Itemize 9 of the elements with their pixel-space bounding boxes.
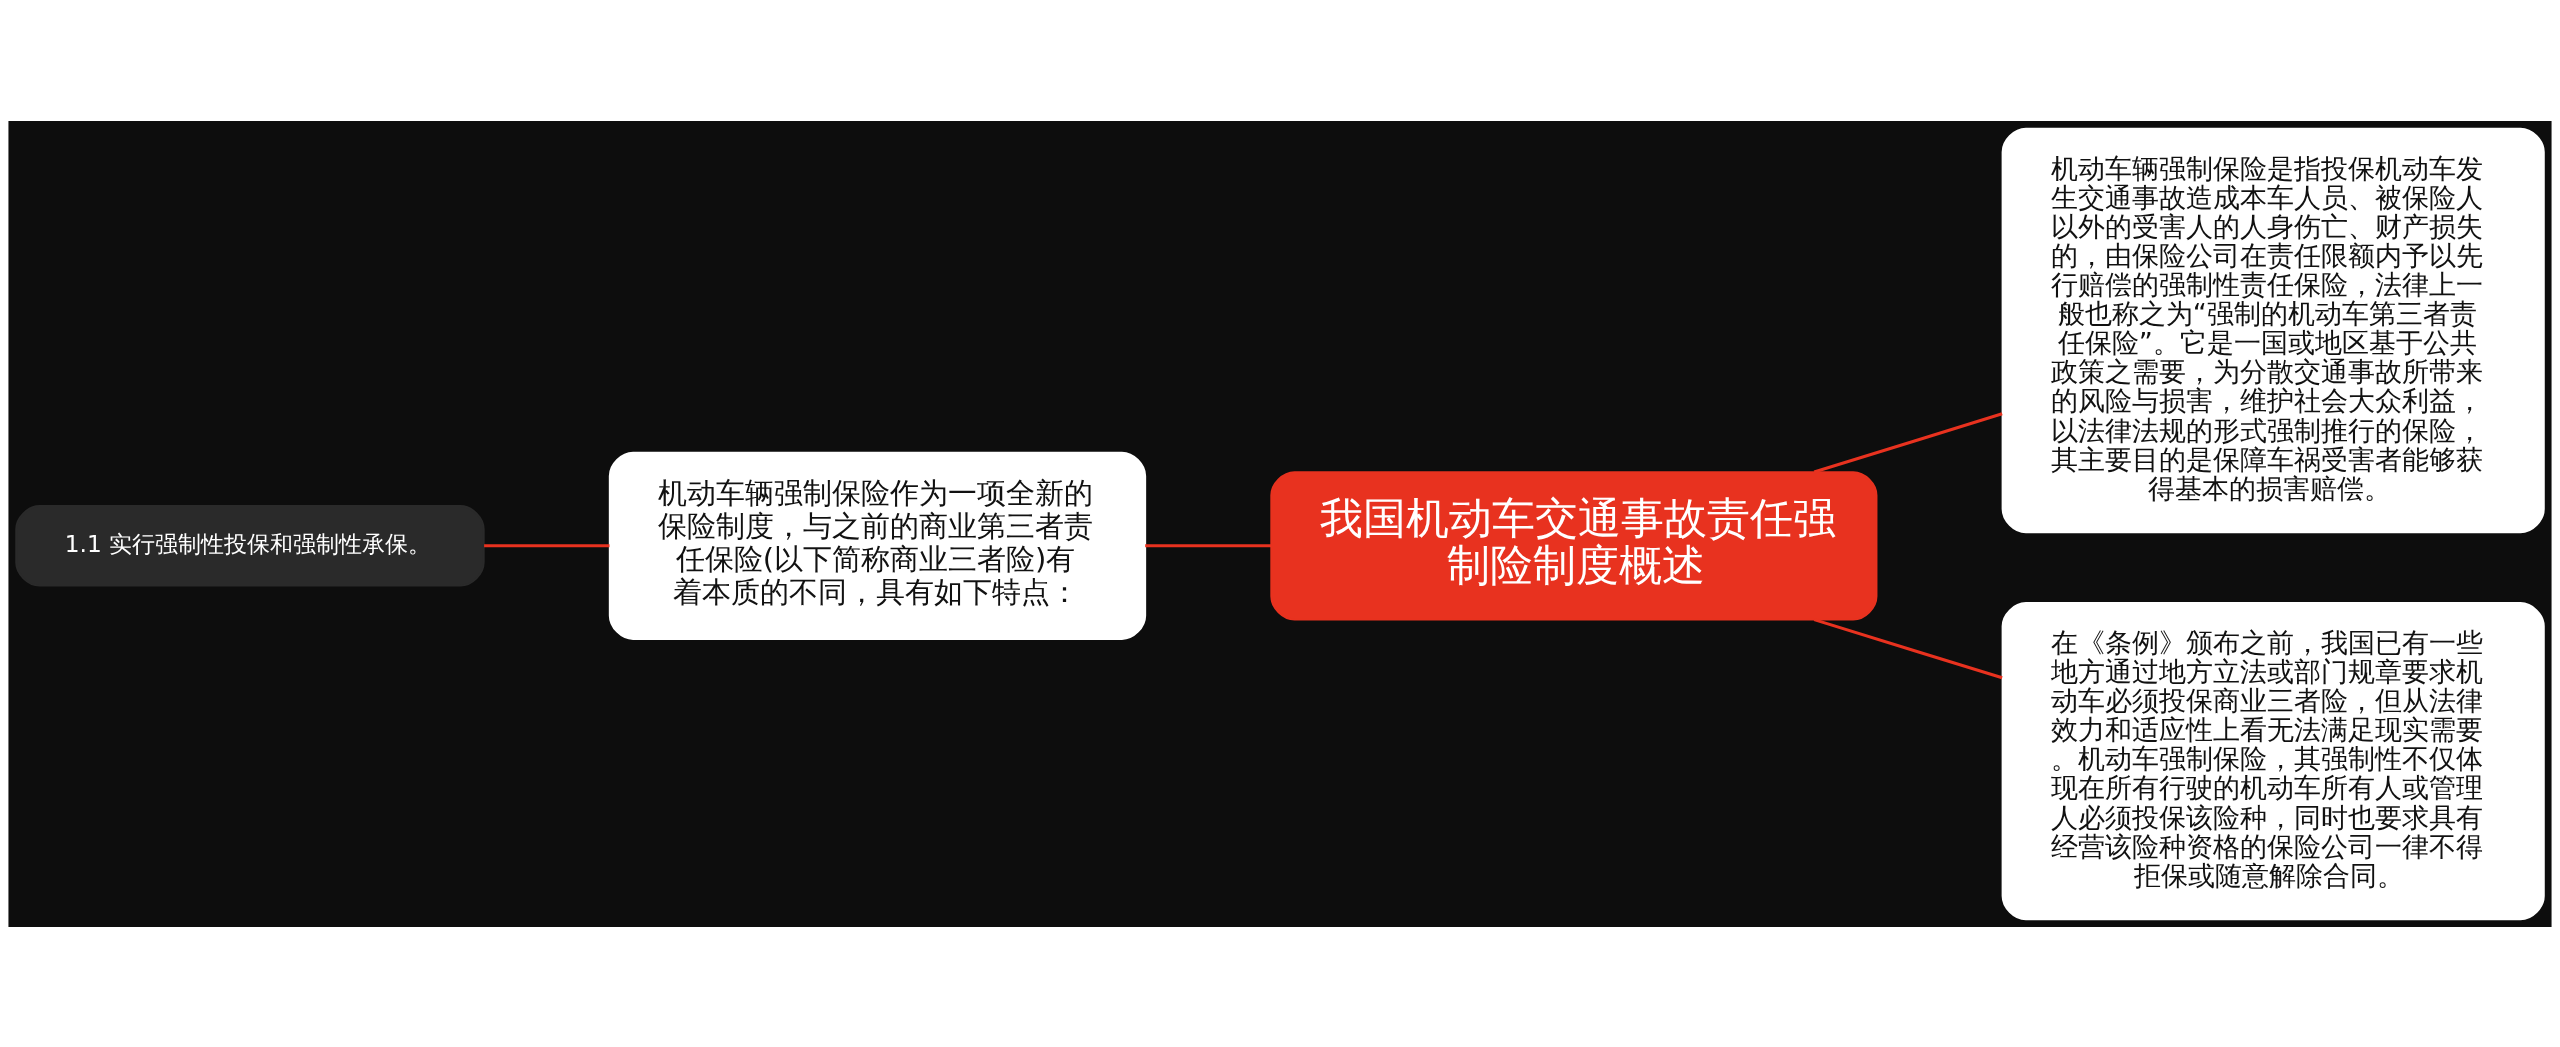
node-box: 机动车辆强制保险是指投保机动车发生交通事故造成本车人员、被保险人以外的受害人的人身伤亡、财产损失的，由保险公司在责任限额内予以先行赔偿的强制性责任保险，法律上一般也称之为“强制的机动车第三者责任保险”。它是一国或地区基于公共政策之需要，为分散交通事故所带来的风险与损害，维护社会大众利益，以法律法规的形式强制推行的保险，其主要目的是保障车祸受害者能够获得基本的损害赔偿。 — [2001, 127, 2545, 533]
node-box: 机动车辆强制保险作为一项全新的保险制度，与之前的商业第三者责任保险(以下简称商业三者险)有着本质的不同，具有如下特点： — [608, 451, 1147, 640]
connector — [1145, 543, 1272, 547]
connector — [484, 543, 610, 547]
connector — [1813, 411, 2003, 473]
connector — [1813, 617, 2003, 679]
node-box: 1.1 实行强制性投保和强制性承保。 — [15, 504, 485, 587]
node-box: 我国机动车交通事故责任强制险制度概述 — [1270, 470, 1878, 620]
node-box: 在《条例》颁布之前，我国已有一些地方通过地方立法或部门规章要求机动车必须投保商业三者险，但从法律效力和适应性上看无法满足现实需要。机动车强制保险，其强制性不仅体现在所有行驶的机动车所有人或管理人必须投保该险种，同时也要求具有经营该险种资格的保险公司一律不得拒保或随意解除合同。 — [2001, 601, 2545, 920]
